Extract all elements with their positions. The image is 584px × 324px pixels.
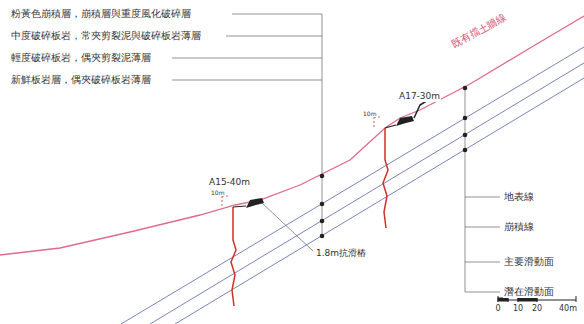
label: 崩積線: [503, 221, 535, 233]
label: 輕度破碎板岩，偶夾剪裂泥薄層: [10, 52, 152, 64]
label: 地表線: [503, 191, 535, 203]
label: 40m: [558, 304, 578, 314]
label: 新鮮板岩層，偶夾破碎板岩薄層: [10, 74, 152, 86]
label: 主要滑動面: [503, 256, 555, 268]
label: 10: [512, 304, 524, 314]
label: 10m: [362, 110, 377, 117]
label: 既有擋土牆線: [449, 11, 509, 52]
label: 10m: [210, 189, 225, 196]
label: 0: [494, 304, 501, 314]
label: 潛在滑動面: [503, 286, 555, 298]
label: 20: [531, 304, 543, 314]
label: 中度破碎板岩，常夾剪裂泥與破碎板岩薄層: [10, 30, 202, 42]
label: A15-40m: [208, 177, 251, 188]
label: 1.8m抗滑樁: [315, 248, 367, 259]
label: 粉黃色崩積層，崩積層與重度風化破碎層: [10, 8, 192, 20]
label: A17-30m: [398, 91, 441, 102]
